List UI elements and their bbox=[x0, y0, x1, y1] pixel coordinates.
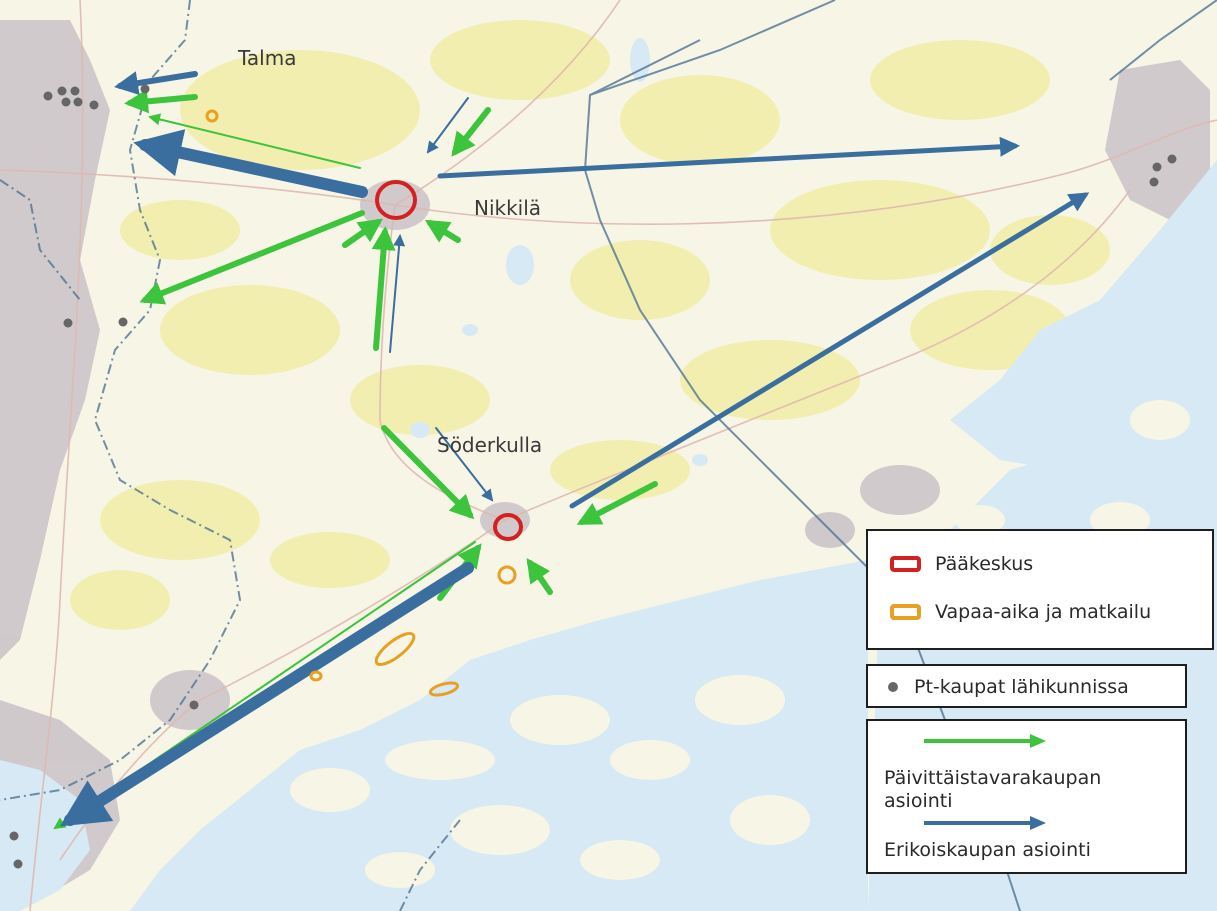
grocery-dot bbox=[57, 86, 67, 96]
legend-row-nearby-grocery: Pt-kaupat lähikunnissa bbox=[882, 676, 1129, 698]
specialty-arrows bbox=[59, 71, 1090, 827]
grocery-dot-swatch bbox=[888, 682, 898, 692]
grocery-arrow bbox=[451, 107, 491, 157]
islands bbox=[290, 400, 1190, 888]
grocery-dot bbox=[63, 318, 73, 328]
grocery-arrows bbox=[53, 89, 658, 830]
legend-label-grocery-trips: Päivittäistavarakaupan asiointi bbox=[884, 767, 1102, 812]
leisure-swatch bbox=[890, 604, 921, 620]
grocery-dot bbox=[1152, 162, 1162, 172]
grocery-dot bbox=[43, 91, 53, 101]
grocery-arrow bbox=[148, 113, 361, 169]
grocery-dot bbox=[70, 86, 80, 96]
place-label-talma: Talma bbox=[238, 46, 297, 70]
specialty-arrow bbox=[114, 71, 198, 96]
grocery-arrow bbox=[371, 226, 396, 351]
grocery-arrow bbox=[526, 558, 553, 595]
grocery-dot bbox=[89, 100, 99, 110]
leisure-area bbox=[428, 681, 460, 697]
grocery-dot bbox=[9, 831, 19, 841]
grocery-arrow-swatch bbox=[924, 734, 1046, 748]
legend-label-leisure: Vapaa-aika ja matkailu bbox=[935, 601, 1152, 623]
legend-row-leisure: Vapaa-aika ja matkailu bbox=[890, 601, 1151, 623]
main-center-swatch bbox=[890, 556, 921, 572]
legend-label-main-center: Pääkeskus bbox=[935, 553, 1034, 575]
leisure-area bbox=[374, 631, 416, 667]
place-label-soderkulla: Söderkulla bbox=[437, 433, 543, 457]
grocery-dot bbox=[189, 700, 199, 710]
specialty-arrow bbox=[437, 136, 1020, 179]
nearby-grocery-dots bbox=[9, 84, 1177, 869]
grocery-dot bbox=[61, 97, 71, 107]
specialty-arrow bbox=[389, 234, 406, 353]
grocery-dot bbox=[73, 97, 83, 107]
specialty-arrow bbox=[426, 97, 469, 154]
specialty-arrow bbox=[569, 192, 1090, 509]
grocery-dot bbox=[118, 317, 128, 327]
main-centers bbox=[375, 180, 523, 541]
grocery-arrow bbox=[139, 210, 365, 305]
grocery-dot bbox=[13, 859, 23, 869]
specialty-arrow bbox=[133, 129, 368, 198]
grocery-dot bbox=[1149, 177, 1159, 187]
main-center-soderkulla bbox=[493, 513, 523, 541]
legend-dots: Pt-kaupat lähikunnissa bbox=[866, 664, 1187, 708]
legend-arrows: Päivittäistavarakaupan asiointi Erikoisk… bbox=[866, 719, 1187, 874]
grocery-arrow bbox=[576, 481, 658, 525]
grocery-arrow bbox=[424, 219, 461, 243]
specialty-arrow bbox=[435, 427, 494, 502]
grocery-arrow bbox=[342, 218, 383, 248]
legend-row-main-center: Pääkeskus bbox=[890, 553, 1033, 575]
grocery-dot bbox=[1167, 154, 1177, 164]
legend-centers: Pääkeskus Vapaa-aika ja matkailu bbox=[866, 529, 1214, 650]
specialty-arrow-swatch bbox=[924, 816, 1046, 830]
grocery-arrow bbox=[381, 425, 475, 520]
place-label-nikkila: Nikkilä bbox=[474, 196, 542, 220]
grocery-dot bbox=[140, 84, 150, 94]
specialty-arrow bbox=[59, 562, 474, 827]
main-center-nikkila bbox=[375, 180, 417, 220]
leisure-area bbox=[309, 670, 323, 682]
grocery-arrow bbox=[124, 89, 198, 114]
legend-label-nearby-grocery: Pt-kaupat lähikunnissa bbox=[914, 676, 1129, 698]
legend-label-specialty-trips: Erikoiskaupan asiointi bbox=[884, 839, 1091, 861]
leisure-areas bbox=[205, 109, 517, 697]
leisure-area bbox=[205, 109, 219, 123]
leisure-area bbox=[497, 565, 517, 585]
